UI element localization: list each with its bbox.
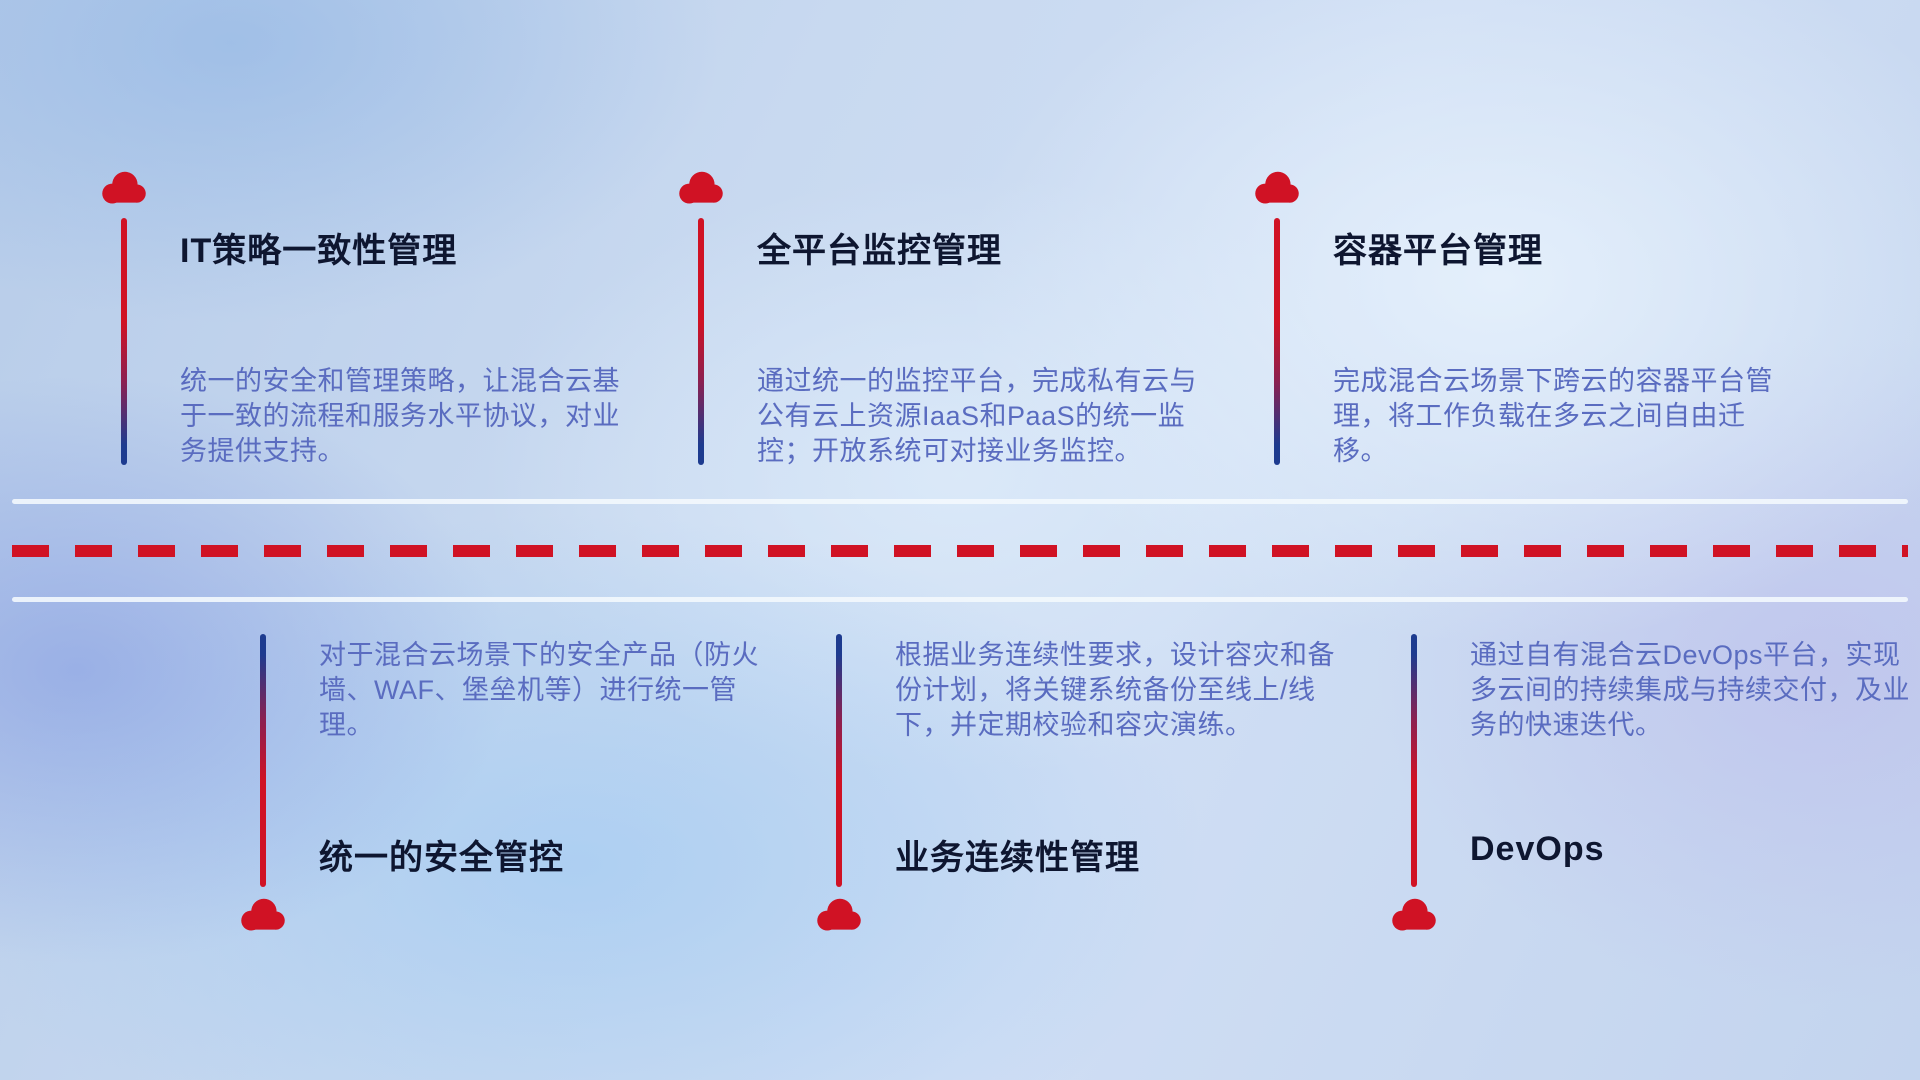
- connector-line: [260, 634, 266, 887]
- connector-line: [121, 218, 127, 465]
- connector-line: [1274, 218, 1280, 465]
- capability-container-platform: 容器平台管理 完成混合云场景下跨云的容器平台管理，将工作负载在多云之间自由迁移。: [1255, 168, 1777, 488]
- connector-line: [698, 218, 704, 465]
- divider-dashed-red: [12, 545, 1908, 557]
- capability-monitoring: 全平台监控管理 通过统一的监控平台，完成私有云与公有云上资源IaaS和PaaS的…: [679, 168, 1201, 488]
- cloud-icon: [1385, 895, 1443, 937]
- capability-title: IT策略一致性管理: [180, 232, 458, 270]
- cloud-icon: [672, 168, 730, 210]
- capability-description: 完成混合云场景下跨云的容器平台管理，将工作负载在多云之间自由迁移。: [1333, 366, 1773, 466]
- capability-description: 通过统一的监控平台，完成私有云与公有云上资源IaaS和PaaS的统一监控；开放系…: [757, 366, 1197, 466]
- capability-business-continuity: 根据业务连续性要求，设计容灾和备份计划，将关键系统备份至线上/线下，并定期校验和…: [817, 634, 1339, 954]
- cloud-icon: [810, 895, 868, 937]
- cloud-icon: [1248, 168, 1306, 210]
- cloud-icon: [234, 895, 292, 937]
- capability-title: 业务连续性管理: [895, 839, 1140, 877]
- capability-devops: 通过自有混合云DevOps平台，实现多云间的持续集成与持续交付，及业务的快速迭代…: [1392, 634, 1914, 954]
- capability-description: 统一的安全和管理策略，让混合云基于一致的流程和服务水平协议，对业务提供支持。: [180, 366, 620, 466]
- divider-solid-top: [12, 499, 1908, 504]
- cloud-icon: [95, 168, 153, 210]
- capability-title: 统一的安全管控: [319, 839, 564, 877]
- connector-line: [836, 634, 842, 887]
- capability-it-policy: IT策略一致性管理 统一的安全和管理策略，让混合云基于一致的流程和服务水平协议，…: [102, 168, 624, 488]
- capability-description: 根据业务连续性要求，设计容灾和备份计划，将关键系统备份至线上/线下，并定期校验和…: [895, 640, 1335, 740]
- divider-solid-bottom: [12, 597, 1908, 602]
- connector-line: [1411, 634, 1417, 887]
- capability-title: DevOps: [1470, 830, 1605, 868]
- capability-security-control: 对于混合云场景下的安全产品（防火墙、WAF、堡垒机等）进行统一管理。 统一的安全…: [241, 634, 763, 954]
- capability-description: 通过自有混合云DevOps平台，实现多云间的持续集成与持续交付，及业务的快速迭代…: [1470, 640, 1910, 740]
- capability-title: 容器平台管理: [1333, 232, 1543, 270]
- capability-description: 对于混合云场景下的安全产品（防火墙、WAF、堡垒机等）进行统一管理。: [319, 640, 759, 740]
- capability-title: 全平台监控管理: [757, 232, 1002, 270]
